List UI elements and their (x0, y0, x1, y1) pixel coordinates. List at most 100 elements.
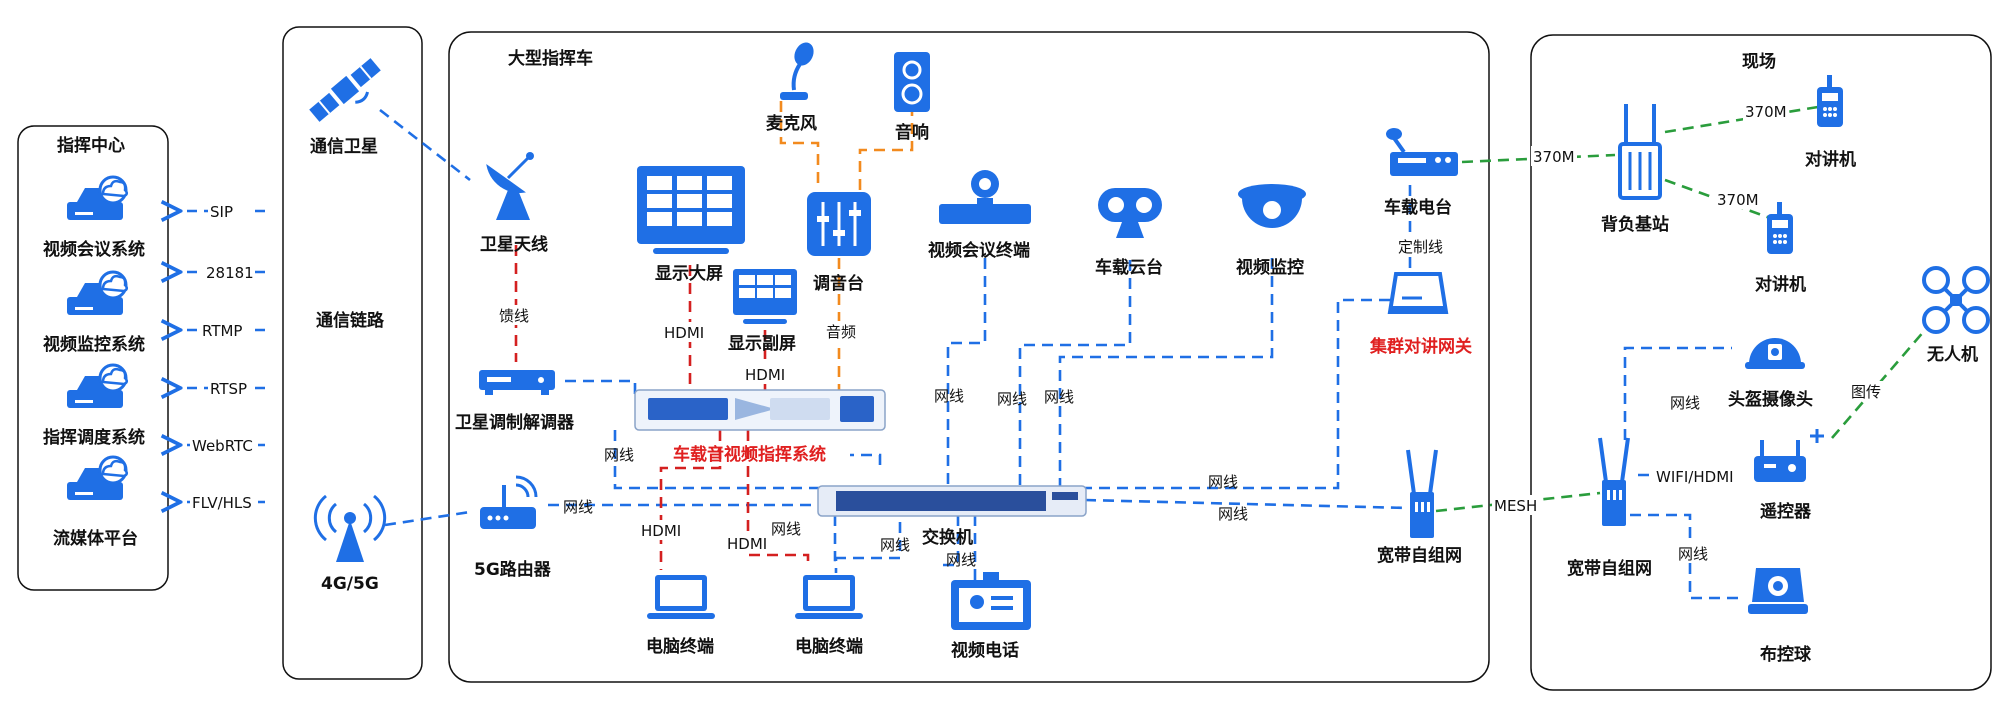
monitor-icon (733, 269, 797, 324)
link-labels: SIP 28181 RTMP RTSP WebRTC FLV/HLS 馈线 HD… (190, 101, 1889, 569)
router-icon (480, 475, 538, 529)
mesh-radio-icon (1406, 448, 1438, 540)
cell-tower-icon (313, 494, 387, 562)
field-mesh-label: 宽带自组网 (1567, 558, 1652, 579)
server-icon (65, 363, 129, 410)
radio-icon (1386, 128, 1458, 176)
walkie1-label: 对讲机 (1805, 149, 1856, 170)
ethernet-label: 网线 (563, 498, 593, 516)
comm-link-box (282, 26, 423, 680)
protocol-label: SIP (210, 203, 233, 221)
audio-label: 音频 (826, 323, 856, 341)
hdmi-label: HDMI (727, 535, 767, 553)
command-item-label: 指挥调度系统 (43, 427, 145, 448)
video-phone-label: 视频电话 (951, 640, 1019, 661)
protocol-label: RTSP (210, 380, 247, 398)
ptz-label: 车载云台 (1095, 257, 1163, 278)
laptop-icon (647, 575, 715, 619)
drone-label: 无人机 (1926, 344, 1978, 365)
pc1-label: 电脑终端 (646, 636, 714, 657)
cellular-label: 4G/5G (321, 574, 379, 594)
field-box (1530, 34, 1992, 691)
ethernet-label: 网线 (997, 390, 1027, 408)
laptop-icon (795, 575, 863, 619)
ethernet-label: 网线 (1044, 388, 1074, 406)
walkie-talkie-icon (1817, 75, 1843, 127)
command-item-label: 视频会议系统 (43, 239, 145, 260)
connection-lines (178, 101, 1926, 600)
remote-label: 遥控器 (1760, 501, 1812, 522)
hdmi-label: HDMI (745, 366, 785, 384)
protocol-label: FLV/HLS (192, 494, 252, 512)
satellite-antenna-icon (485, 152, 534, 220)
dome-camera-icon (1238, 184, 1306, 228)
ethernet-label: 网线 (946, 551, 976, 569)
av-system-icon (634, 389, 886, 431)
vc-terminal-label: 视频会议终端 (928, 240, 1030, 261)
microphone-icon (780, 42, 814, 100)
speaker-icon (894, 52, 930, 112)
ethernet-label: 网线 (880, 536, 910, 554)
dome-camera-icon (1748, 568, 1808, 614)
ethernet-label: 网线 (1670, 394, 1700, 412)
satellite-label: 通信卫星 (310, 136, 378, 157)
mesh-label: MESH (1494, 497, 1537, 515)
server-icon (65, 175, 129, 222)
protocol-label: WebRTC (192, 437, 253, 455)
mixer-label: 调音台 (813, 273, 864, 294)
ethernet-label: 网线 (934, 387, 964, 405)
video-phone-icon (951, 572, 1031, 630)
command-item-label: 流媒体平台 (53, 528, 138, 549)
protocol-label: RTMP (202, 322, 242, 340)
command-item-label: 视频监控系统 (43, 334, 145, 355)
walkie-talkie-icon (1767, 202, 1793, 254)
helmet-camera-icon (1745, 338, 1805, 369)
ethernet-label: 网线 (771, 520, 801, 538)
vehicle-mesh-label: 宽带自组网 (1377, 545, 1462, 566)
cctv-label: 视频监控 (1236, 257, 1304, 278)
drone-icon (1922, 266, 1990, 334)
mesh-radio-icon (1598, 436, 1630, 528)
ethernet-label: 网线 (1218, 505, 1248, 523)
mixer-icon (807, 192, 871, 256)
370m-label: 370M (1745, 103, 1787, 121)
monitor-icon (637, 166, 745, 254)
base-station-label: 背负基站 (1601, 214, 1669, 235)
pc2-label: 电脑终端 (795, 636, 863, 657)
base-station-icon (1618, 104, 1662, 200)
dome-label: 布控球 (1760, 644, 1812, 665)
mic-label: 麦克风 (766, 113, 817, 134)
radio-label: 车载电台 (1384, 197, 1452, 218)
satellite-icon (309, 58, 381, 122)
remote-controller-icon (1754, 429, 1824, 482)
modem-icon (479, 370, 555, 395)
display-main-label: 显示大屏 (655, 263, 723, 284)
helmet-cam-label: 头盔摄像头 (1728, 389, 1813, 410)
group-title-command-center: 指挥中心 (57, 135, 125, 156)
ethernet-label: 网线 (1208, 473, 1238, 491)
speaker-label: 音响 (895, 122, 929, 143)
ptz-camera-icon (1098, 188, 1162, 238)
webcam-icon (939, 170, 1031, 224)
image-tx-label: 图传 (1851, 383, 1881, 401)
custom-line-label: 定制线 (1398, 238, 1443, 256)
server-icon (65, 270, 129, 317)
hdmi-label: HDMI (664, 324, 704, 342)
sat-antenna-label: 卫星天线 (480, 234, 548, 255)
sat-modem-label: 卫星调制解调器 (455, 412, 575, 433)
ethernet-label: 网线 (604, 446, 634, 464)
feeder-label: 馈线 (499, 307, 529, 325)
command-center-box (17, 125, 169, 591)
group-title-comm-link: 通信链路 (316, 310, 385, 331)
group-title-vehicle: 大型指挥车 (508, 48, 593, 69)
wifi-hdmi-label: WIFI/HDMI (1656, 468, 1734, 486)
370m-label: 370M (1717, 191, 1759, 209)
gateway-icon (1387, 272, 1449, 314)
display-sub-label: 显示副屏 (728, 334, 796, 354)
vehicle-box (448, 31, 1490, 683)
group-title-field: 现场 (1742, 52, 1776, 72)
gateway-label: 集群对讲网关 (1369, 336, 1472, 357)
router-5g-label: 5G路由器 (474, 559, 552, 580)
server-icon (65, 455, 129, 502)
